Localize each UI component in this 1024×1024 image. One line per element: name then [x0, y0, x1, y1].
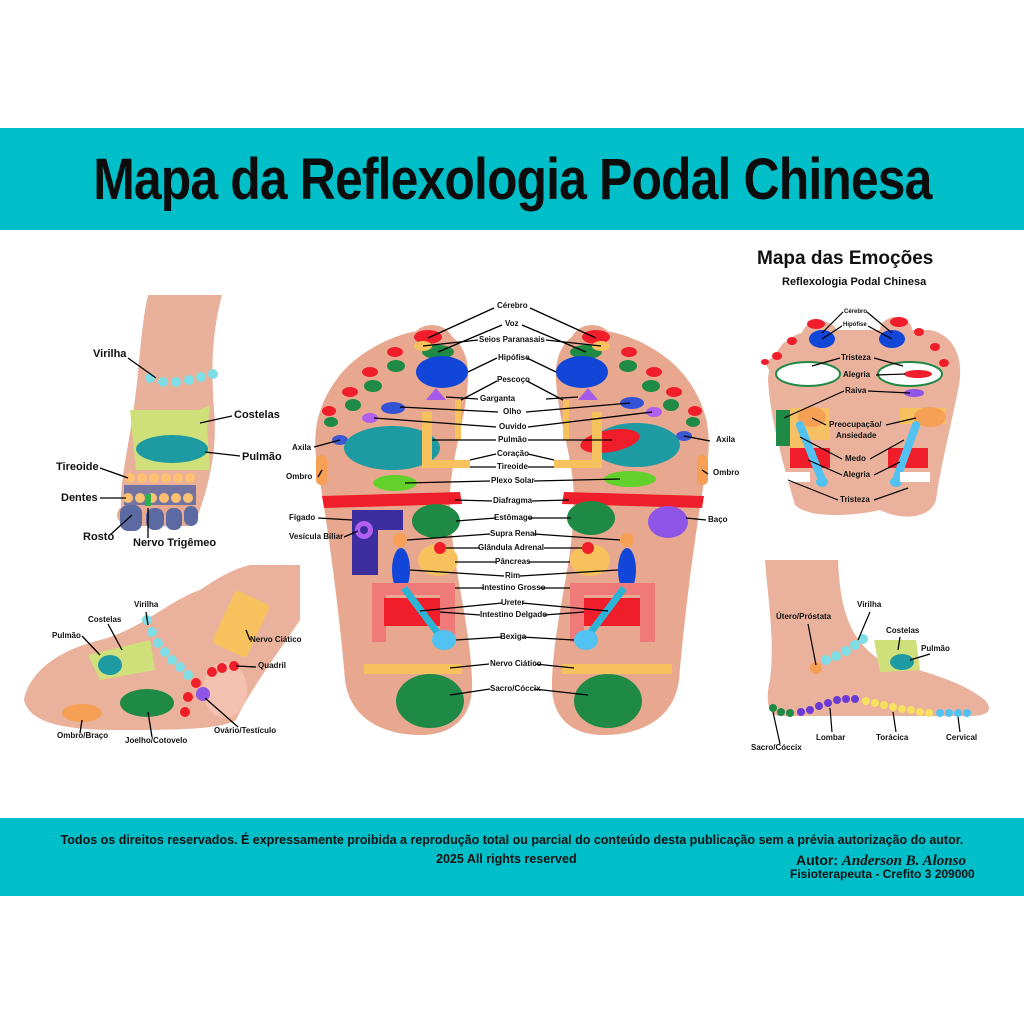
label-sacro-spine: Sacro/Cóccix [751, 743, 802, 752]
label-plexo-solar: Plexo Solar [491, 476, 535, 485]
label-ansiedade: Ansiedade [836, 431, 877, 440]
label-supra-renal: Supra Renal [490, 529, 537, 538]
label-cervical: Cervical [946, 733, 978, 742]
emotion-foot-diagram [761, 311, 961, 517]
label-alegria-1: Alegria [843, 370, 871, 379]
copyright-notice: Todos os direitos reservados. É expressa… [60, 833, 964, 847]
label-nervo-trigemeo: Nervo Trigêmeo [133, 537, 217, 549]
emotions-subtitle: Reflexologia Podal Chinesa [782, 276, 927, 288]
label-voz: Voz [505, 319, 519, 328]
label-ovario-testiculo: Ovário/Testículo [214, 726, 277, 735]
spine-foot-diagram [765, 560, 990, 745]
label-nervo-ciatico-side: Nervo Ciático [250, 635, 302, 644]
author-label: Autor: [796, 852, 838, 868]
label-ombro-right: Ombro [713, 468, 740, 477]
label-costelas-top: Costelas [234, 409, 280, 421]
author-name: Anderson B. Alonso [841, 853, 966, 869]
label-ouvido: Ouvido [499, 422, 527, 431]
label-costelas-side: Costelas [88, 615, 122, 624]
label-preocupacao: Preocupação/ [829, 420, 882, 429]
label-medo: Medo [845, 454, 866, 463]
title-container: Mapa da Reflexologia Podal Chinesa [0, 128, 1024, 230]
label-garganta: Garganta [480, 394, 516, 403]
label-virilha-top: Virilha [93, 348, 127, 360]
label-estomago: Estômago [494, 513, 533, 522]
label-tireoide-top: Tireoide [56, 461, 99, 473]
label-intestino-grosso: Intestino Grosso [482, 583, 546, 592]
page-title: Mapa da Reflexologia Podal Chinesa [92, 146, 932, 212]
label-intestino-delgado: Intestino Delgado [480, 610, 548, 619]
label-ureter: Ureter [501, 598, 525, 607]
label-pulmao-side: Pulmão [52, 631, 81, 640]
sole-diagram [313, 307, 711, 735]
label-seios: Seios Paranasais [479, 335, 545, 344]
label-cerebro-emo: Cérebro [844, 309, 868, 315]
title-band [0, 128, 1024, 230]
label-virilha-spine: Virilha [857, 600, 882, 609]
label-utero-prostata: Útero/Próstata [776, 612, 832, 621]
author-profession: Fisioterapeuta - Crefito 3 209000 [790, 867, 975, 881]
label-ombro-left: Ombro [286, 472, 313, 481]
label-pulmao-spine: Pulmão [921, 644, 950, 653]
label-nervo-ciatico-sole: Nervo Ciático [490, 659, 542, 668]
label-axila-right: Axila [716, 435, 736, 444]
label-pulmao-sole: Pulmão [498, 435, 527, 444]
label-vesicula: Vesícula Biliar [289, 532, 344, 541]
label-lombar: Lombar [816, 733, 846, 742]
label-virilha-side: Virilha [134, 600, 159, 609]
label-toracica: Torácica [876, 733, 909, 742]
label-hipofise: Hipófise [498, 353, 530, 362]
label-rim: Rim [505, 571, 521, 580]
label-ombro-braco: Ombro/Braço [57, 731, 109, 740]
label-axila-left: Axila [292, 443, 312, 452]
label-bexiga: Bexiga [500, 632, 527, 641]
label-alegria-2: Alegria [843, 470, 871, 479]
label-quadril: Quadril [258, 661, 287, 670]
label-costelas-spine: Costelas [886, 626, 920, 635]
label-olho: Olho [503, 407, 522, 416]
label-baco: Baço [708, 515, 728, 524]
label-tristeza-2: Tristeza [840, 495, 870, 504]
label-rosto-top: Rosto [83, 531, 115, 543]
label-diafragma: Diafragma [493, 496, 533, 505]
label-glandula-adrenal: Glândula Adrenal [478, 543, 544, 552]
label-figado: Fígado [289, 513, 316, 522]
top-foot-diagram [99, 295, 241, 538]
author-line: Autor: Anderson B. Alonso [796, 852, 966, 870]
label-raiva: Raiva [845, 386, 867, 395]
label-tireoide-sole: Tireoide [497, 462, 528, 471]
label-coracao: Coração [497, 449, 530, 458]
label-dentes-top: Dentes [61, 492, 98, 504]
label-cerebro: Cérebro [497, 301, 528, 310]
copyright-year: 2025 All rights reserved [436, 852, 577, 866]
label-pulmao-top: Pulmão [242, 451, 282, 463]
label-sacro-coccix-sole: Sacro/Cóccix [490, 684, 541, 693]
label-joelho-cotovelo: Joelho/Cotovelo [125, 736, 188, 745]
label-tristeza-1: Tristeza [841, 353, 871, 362]
label-hipofise-emo: Hipófise [843, 322, 867, 328]
label-pancreas: Pâncreas [495, 557, 531, 566]
emotions-title: Mapa das Emoções [757, 248, 934, 269]
side-foot-diagram [24, 565, 300, 738]
label-pescoco: Pescoço [497, 375, 530, 384]
footer-band [0, 818, 1024, 896]
